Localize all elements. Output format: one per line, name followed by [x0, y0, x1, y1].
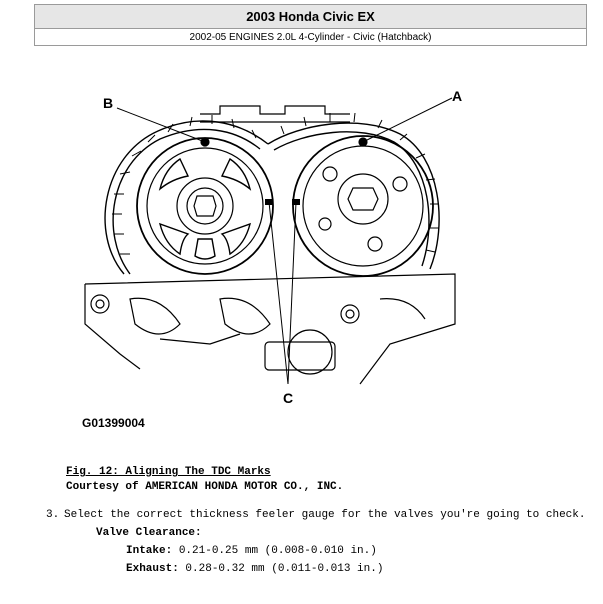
- exhaust-value: 0.28-0.32 mm (0.011-0.013 in.): [185, 563, 384, 575]
- tdc-marks-diagram: [84, 97, 456, 385]
- intake-value: 0.21-0.25 mm (0.008-0.010 in.): [178, 545, 377, 557]
- document-subtitle: 2002-05 ENGINES 2.0L 4-Cylinder - Civic …: [189, 32, 432, 43]
- exhaust-spec: Exhaust: 0.28-0.32 mm (0.011-0.013 in.): [126, 563, 383, 575]
- exhaust-label: Exhaust:: [126, 563, 179, 575]
- callout-leaders: [116, 97, 453, 385]
- procedure-step: 3. Select the correct thickness feeler ga…: [46, 509, 586, 521]
- cylinder-head: [84, 273, 456, 385]
- figure-caption: Fig. 12: Aligning The TDC Marks: [66, 466, 271, 478]
- valve-clearance-label: Valve Clearance:: [96, 527, 202, 539]
- callout-a-label: A: [452, 88, 463, 104]
- right-cam-pulley: [292, 135, 434, 277]
- figure-id: G01399004: [82, 416, 145, 430]
- callout-c-label: C: [283, 390, 294, 406]
- step-number: 3.: [46, 509, 60, 521]
- intake-spec: Intake: 0.21-0.25 mm (0.008-0.010 in.): [126, 545, 377, 557]
- step-text: Select the correct thickness feeler gaug…: [64, 509, 586, 521]
- figure-credit: Courtesy of AMERICAN HONDA MOTOR CO., IN…: [66, 481, 344, 493]
- document-header: 2003 Honda Civic EX 2002-05 ENGINES 2.0L…: [34, 4, 587, 46]
- intake-label: Intake:: [126, 545, 173, 557]
- callout-b-label: B: [103, 95, 114, 111]
- document-title: 2003 Honda Civic EX: [35, 5, 586, 29]
- cam-holder-strip: [200, 105, 350, 123]
- left-cam-pulley: [136, 137, 274, 275]
- timing-belt: [104, 112, 440, 275]
